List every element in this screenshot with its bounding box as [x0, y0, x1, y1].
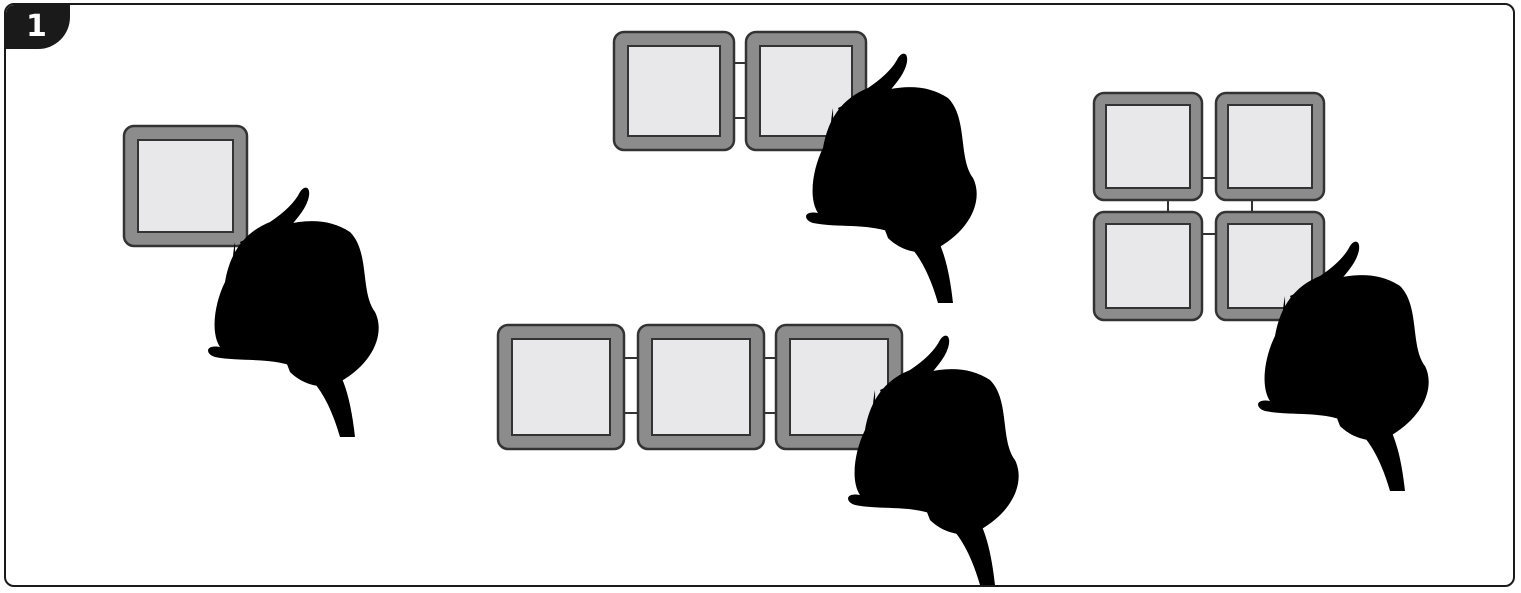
panel-face: [1227, 104, 1313, 189]
panel-face: [627, 45, 721, 137]
panel-face: [1105, 104, 1191, 189]
panel-face: [137, 139, 234, 233]
panel-face: [651, 338, 751, 436]
panel-face: [1105, 223, 1191, 309]
single-panel-group: [122, 124, 379, 437]
quad-panel-group: [1092, 91, 1429, 491]
instruction-frame: 1: [4, 3, 1515, 587]
triple-panel-group: [496, 323, 1019, 585]
double-panel-group: [612, 30, 977, 303]
panel-face: [511, 338, 611, 436]
